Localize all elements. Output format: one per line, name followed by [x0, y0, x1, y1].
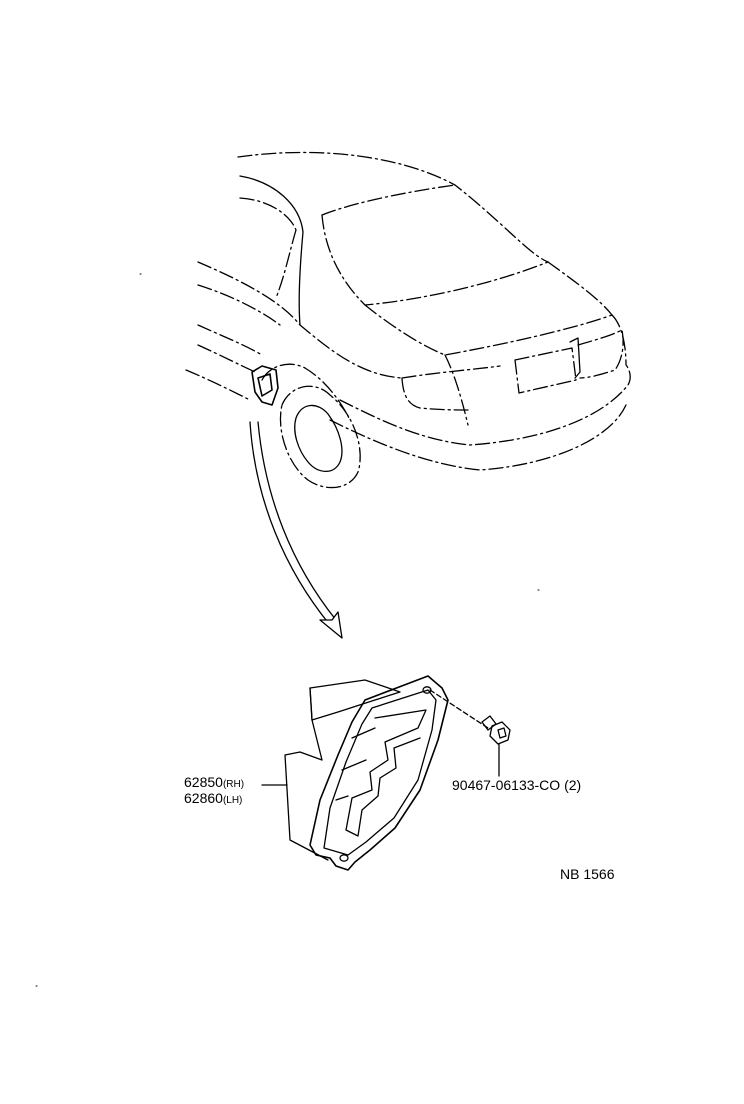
car-plate-recess [569, 337, 581, 379]
bolt-install-line [429, 689, 489, 729]
car-license-plate [514, 347, 577, 394]
car-wheel-arch [261, 363, 351, 421]
mudguard-flange-inner [323, 689, 437, 856]
car-tail-light-right [577, 329, 624, 379]
mudguard-part-drawing [284, 675, 489, 871]
car-mudguard-location [251, 365, 279, 406]
location-arrow [249, 421, 343, 639]
car-rear-wheel [279, 385, 361, 489]
car-roof-line [237, 151, 549, 263]
car-roof-side-line [239, 175, 304, 326]
car-side-line-lower [185, 324, 263, 401]
part-side-rh: (RH) [222, 779, 245, 790]
arrow-shaft-inner [257, 421, 337, 621]
mudguard-top-box [309, 679, 401, 721]
arrow-shaft [249, 421, 331, 626]
car-side-line-mid [197, 284, 281, 326]
part-number-rh: 62850 [184, 774, 223, 790]
mudguard-pocket [345, 709, 427, 837]
car-tail-light [401, 365, 501, 411]
mounting-hole-bottom [339, 854, 349, 862]
car-rear-bumper [329, 364, 631, 471]
part-label-lh: 62860(LH) [184, 790, 242, 809]
car-rear-window [321, 184, 549, 306]
screw-icon [481, 715, 511, 777]
car-side-line-upper [197, 261, 403, 379]
mudguard-flange-outer [309, 675, 449, 871]
illustration-reference-code: NB 1566 [560, 866, 615, 882]
scan-specks [35, 273, 540, 987]
car-c-pillar [239, 197, 297, 299]
part-number-lh: 62860 [184, 790, 223, 806]
arrow-head [319, 611, 343, 639]
car-rear-outline [185, 151, 631, 489]
car-rear-panel [444, 314, 627, 426]
car-trunk-lid [364, 261, 613, 356]
bolt-part-label: 90467-06133-CO (2) [452, 777, 582, 793]
part-label-rh: 62850(RH) [184, 774, 244, 793]
part-side-lh: (LH) [222, 795, 243, 806]
